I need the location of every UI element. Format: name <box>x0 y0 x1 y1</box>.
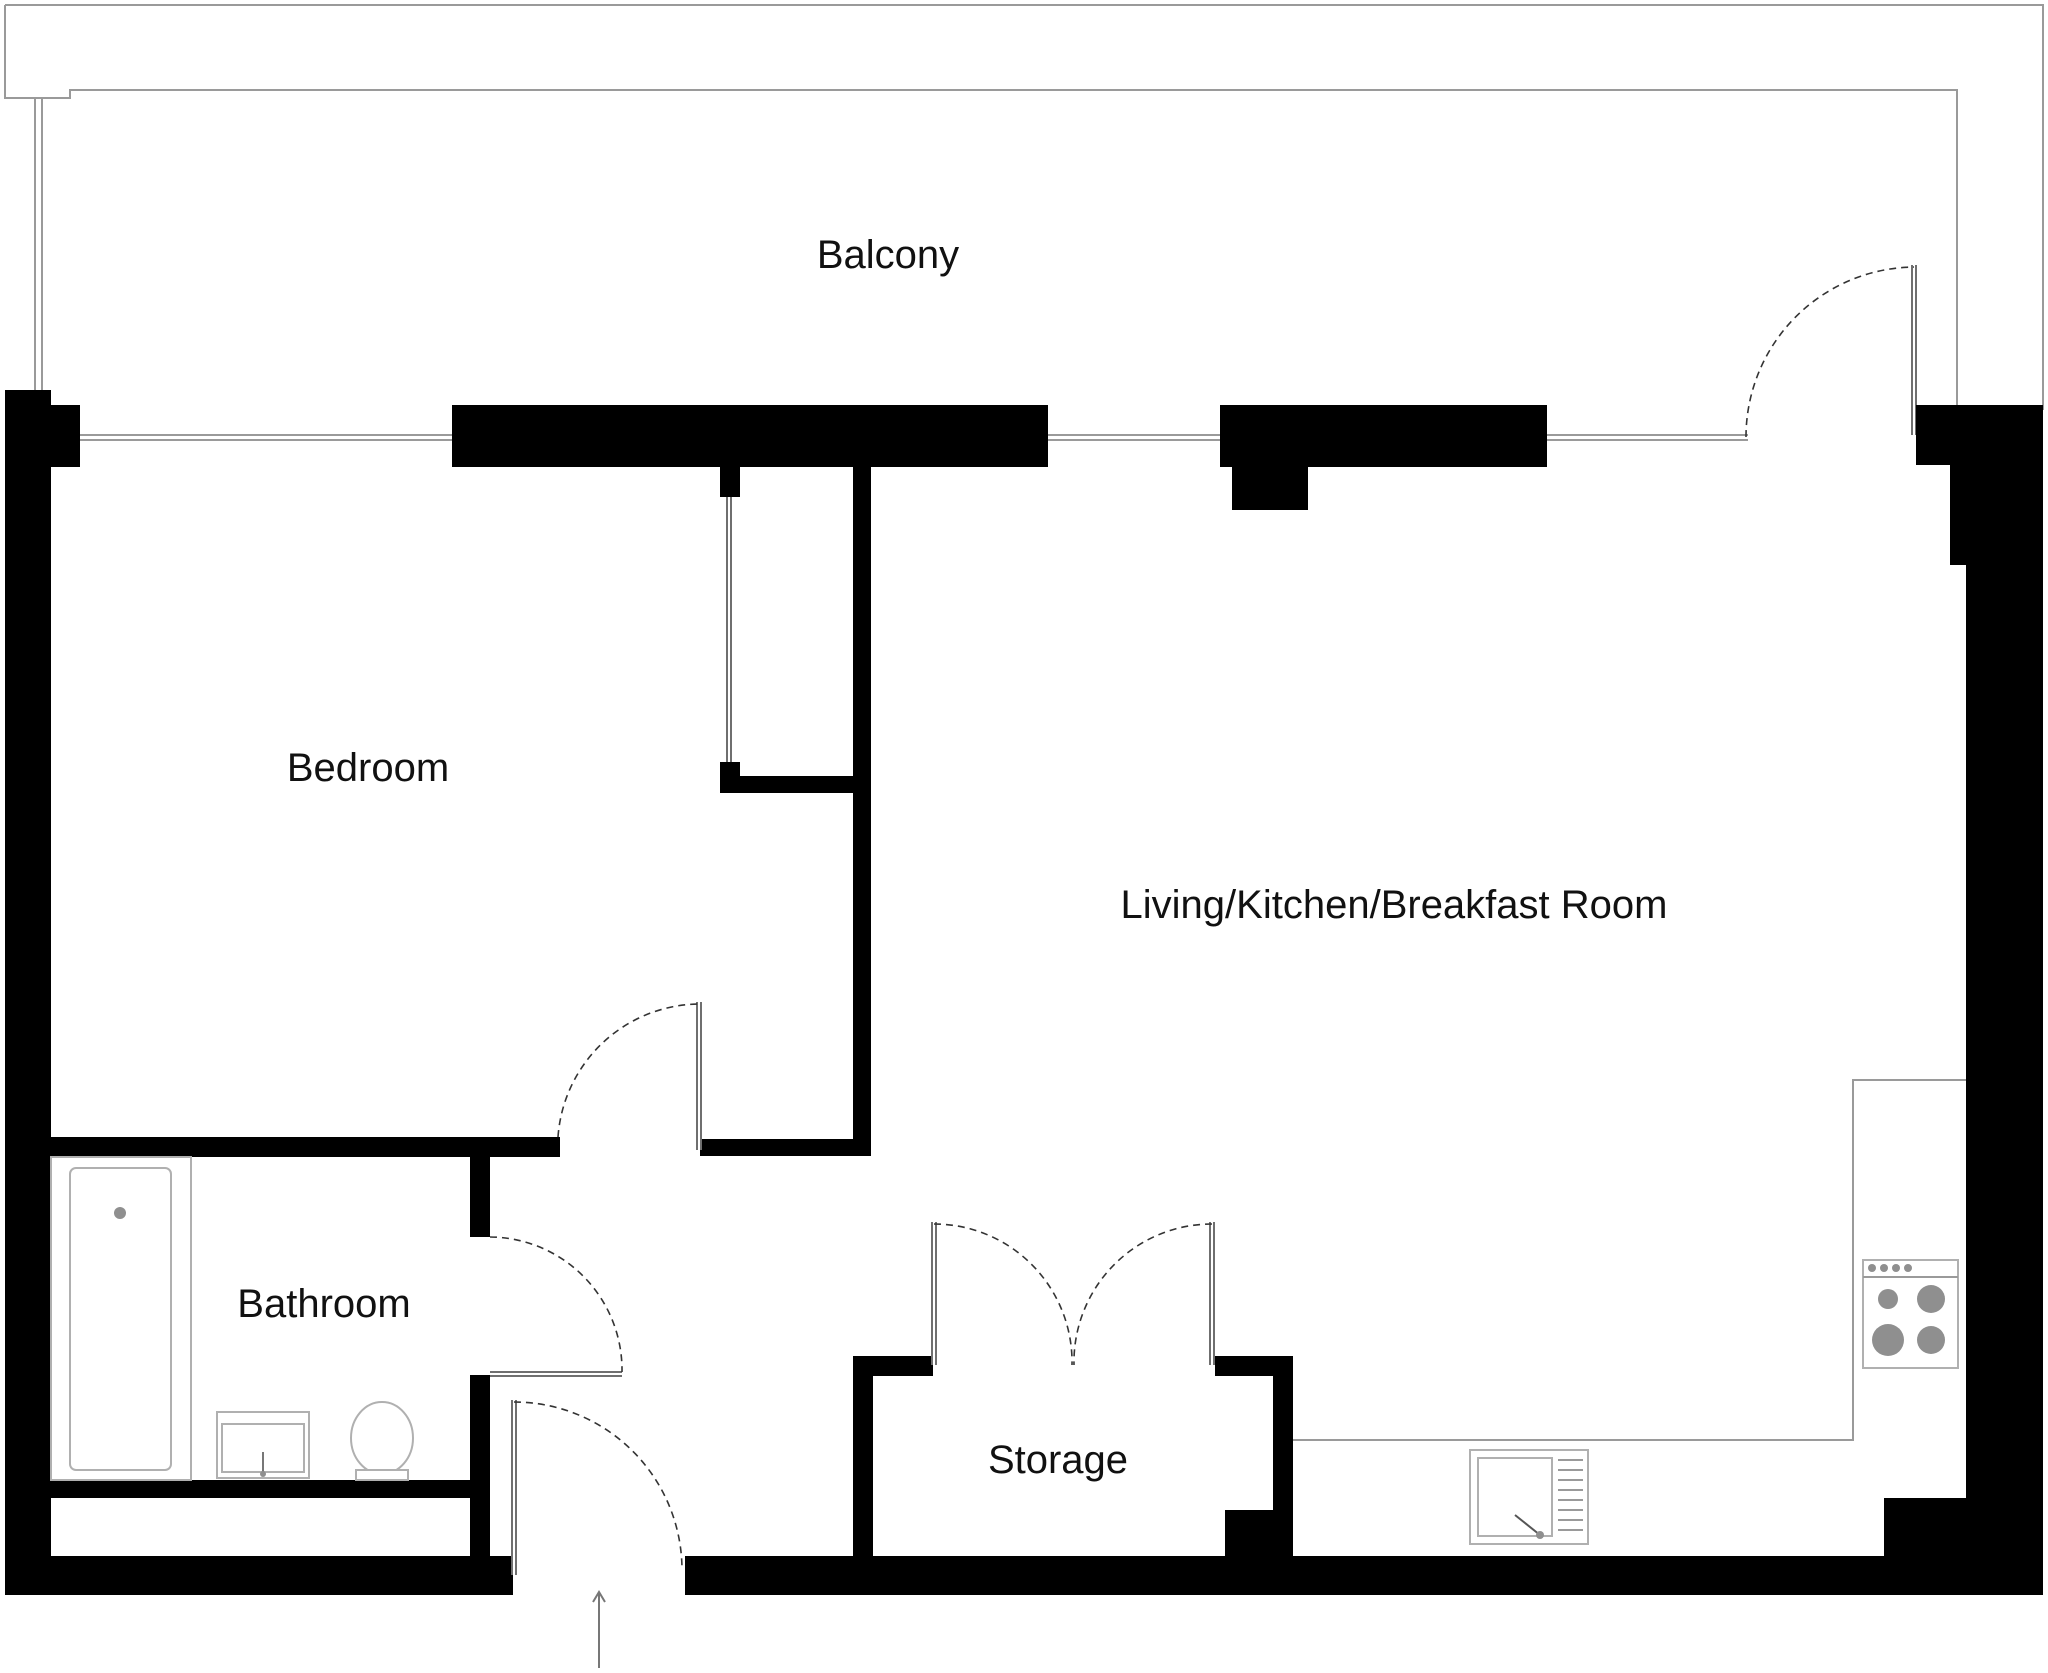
hob-icon <box>1862 1259 1959 1369</box>
room-label-balcony: Balcony <box>817 233 959 277</box>
bathroom-door <box>489 1236 623 1377</box>
balcony-glazing <box>80 434 1748 441</box>
entrance-door <box>511 1400 683 1575</box>
wardrobe-doors <box>726 497 732 762</box>
room-label-storage: Storage <box>988 1438 1128 1482</box>
arrow-up-icon <box>592 1590 606 1668</box>
storage-doors <box>931 1222 1215 1366</box>
toilet-icon <box>350 1401 414 1481</box>
kitchen-counter <box>1293 1079 1966 1441</box>
kitchen-sink-icon <box>1469 1449 1589 1545</box>
room-label-bathroom: Bathroom <box>237 1282 410 1326</box>
balcony-door <box>1745 265 1917 438</box>
room-label-living: Living/Kitchen/Breakfast Room <box>1121 883 1668 927</box>
balcony-outline <box>4 4 2044 410</box>
room-label-bedroom: Bedroom <box>287 746 449 790</box>
walls <box>5 390 2043 1595</box>
bathtub-icon <box>50 1156 192 1481</box>
bedroom-door <box>557 1002 702 1150</box>
basin-icon <box>216 1411 310 1479</box>
